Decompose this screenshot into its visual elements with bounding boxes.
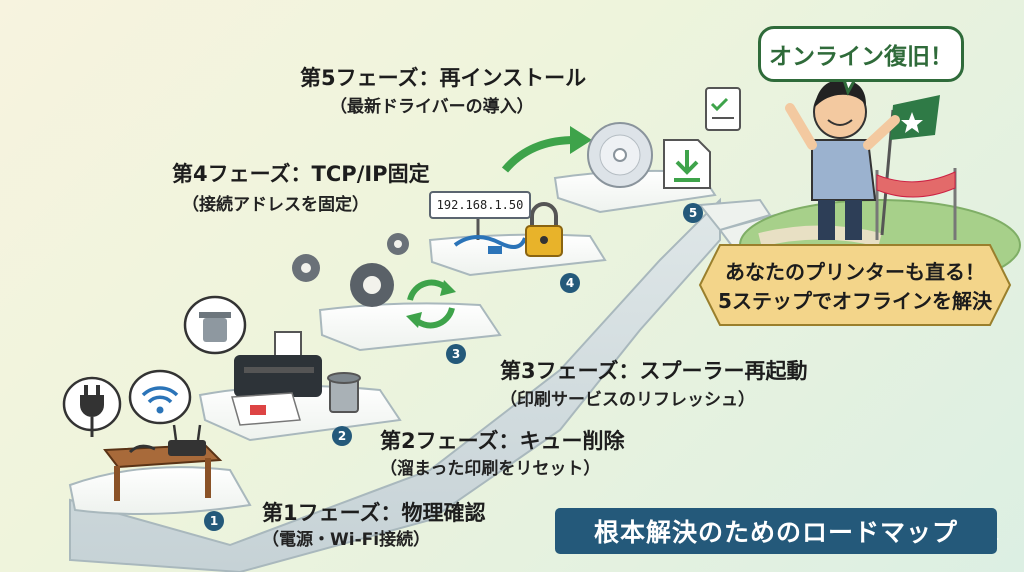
lock-icon (525, 202, 563, 257)
plug-icon (62, 376, 122, 437)
phase-3-title: 第3フェーズ：スプーラー再起動 (500, 359, 808, 383)
svg-text:1: 1 (210, 514, 218, 528)
trash-icon (183, 295, 247, 355)
person-icon (785, 79, 900, 240)
phase-2-sub: （溜まった印刷をリセット） (380, 459, 601, 479)
printer-icon (231, 331, 322, 426)
download-icon (663, 139, 711, 189)
step-3 (318, 302, 502, 352)
phase-1-title: 第1フェーズ：物理確認 (262, 501, 486, 525)
router-icon (128, 424, 206, 456)
phase-4-sub: （接続アドレスを固定） (182, 195, 369, 215)
badge-1: 1 (204, 511, 224, 531)
goal-tape (875, 168, 957, 240)
roadmap-banner: 根本解決のためのロードマップ (555, 508, 997, 554)
badge-3: 3 (446, 344, 466, 364)
phase-4-title: 第4フェーズ：TCP/IP固定 (172, 162, 430, 186)
checklist-icon (705, 87, 741, 131)
badge-5: 5 (683, 203, 703, 223)
flag-icon (880, 95, 940, 236)
step-1 (68, 466, 252, 515)
ribbon-banner (698, 244, 1012, 326)
svg-text:4: 4 (566, 276, 574, 290)
phase-5-title: 第5フェーズ：再インストール (300, 66, 587, 90)
cd-icon (587, 122, 653, 188)
ip-address-label: 192.168.1.50 (429, 191, 531, 219)
ribbon-line-1: あなたのプリンターも直る！ (725, 260, 985, 284)
phase-3-sub: （印刷サービスのリフレッシュ） (500, 390, 755, 410)
refresh-icon (406, 279, 456, 329)
speech-bubble: オンライン復旧！ (758, 26, 964, 82)
arrow-icon (501, 126, 592, 173)
svg-text:3: 3 (452, 347, 460, 361)
phase-2-title: 第2フェーズ：キュー削除 (380, 429, 625, 453)
svg-text:2: 2 (338, 429, 346, 443)
trash-can (327, 372, 361, 413)
ribbon-line-2: 5ステップでオフラインを解決 (718, 289, 992, 313)
wifi-icon (128, 369, 192, 425)
staircase-body (69, 197, 721, 572)
phase-1-sub: （電源・Wi-Fi接続） (262, 530, 431, 550)
step-4 (428, 233, 607, 277)
svg-text:5: 5 (689, 206, 697, 220)
badge-2: 2 (332, 426, 352, 446)
phase-5-sub: （最新ドライバーの導入） (330, 97, 534, 117)
badge-4: 4 (560, 273, 580, 293)
lan-cable-icon (453, 215, 527, 254)
gear-icon (292, 233, 409, 307)
